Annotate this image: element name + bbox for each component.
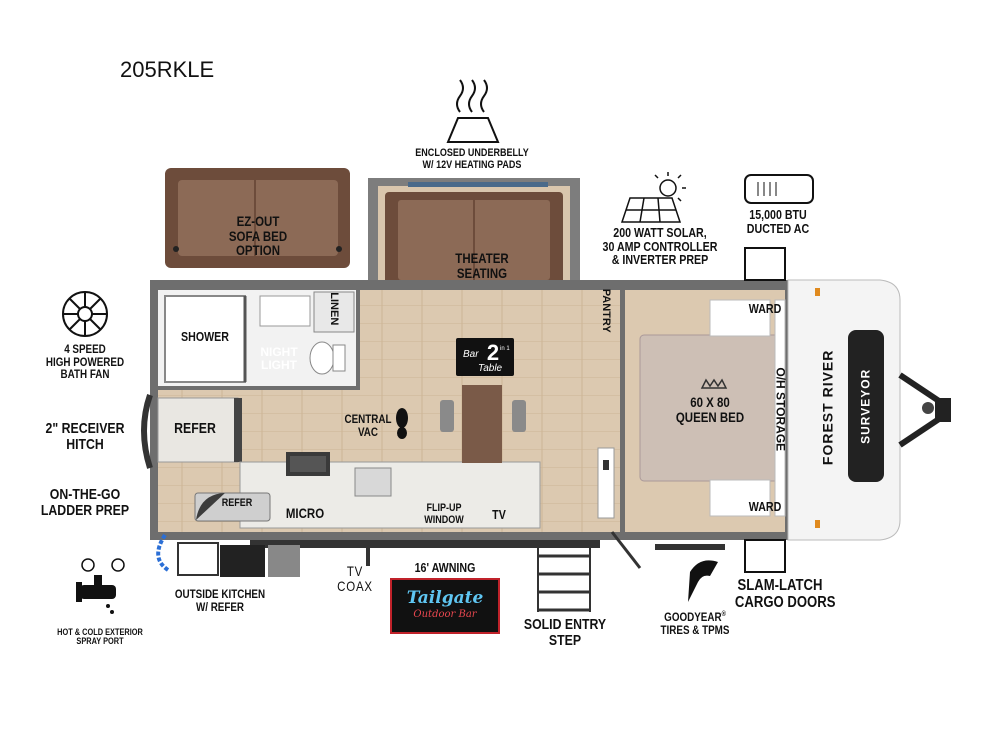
dining-table — [440, 385, 526, 463]
goodyear-label: GOODYEAR®TIRES & TPMS — [660, 610, 730, 637]
front-cap — [787, 279, 901, 541]
tailgate-logo: Tailgate Outdoor Bar — [390, 578, 500, 634]
model-title: 205RKLE — [120, 57, 215, 82]
awning-rail — [250, 540, 600, 548]
surveyor-label: SURVEYOR — [858, 368, 873, 444]
entry-door — [597, 447, 615, 519]
oh-storage-label: O/H STORAGE — [773, 367, 788, 452]
awning-label: 16' AWNING — [414, 560, 476, 575]
micro-label: MICRO — [285, 505, 325, 521]
ac-unit-icon — [744, 174, 814, 204]
linen-label: LINEN — [327, 292, 340, 326]
refer-small-label: REFER — [221, 497, 253, 509]
queen-bed — [639, 299, 786, 517]
heat-pad-icon — [446, 79, 500, 143]
cargo-door-bottom — [744, 539, 786, 573]
solar-panel-icon — [620, 172, 686, 223]
crown-icon — [700, 378, 728, 389]
bar-table-table: Table — [478, 363, 503, 374]
rear-bumper — [141, 394, 153, 469]
kitchen-counter — [194, 452, 541, 529]
bar-table-badge: Bar 2 in 1 Table — [456, 338, 514, 376]
bar-table-2: 2 — [487, 340, 499, 365]
tv-label: TV — [492, 507, 506, 522]
fan-icon — [62, 291, 108, 337]
ward-top-label: WARD — [748, 301, 782, 316]
bar-table-bar: Bar — [463, 349, 479, 360]
ward-bottom-label: WARD — [748, 499, 782, 514]
refer-cabinet — [157, 397, 239, 463]
tv-coax-port — [366, 548, 370, 566]
bathroom — [158, 290, 360, 390]
entry-steps — [537, 540, 591, 612]
cargo-door-top — [744, 247, 786, 281]
shower-label: SHOWER — [181, 329, 229, 344]
pantry-label: PANTRY — [599, 288, 612, 333]
sofa-bed-option — [165, 168, 350, 268]
solar-label: 200 WATT SOLAR,30 AMP CONTROLLER& INVERT… — [602, 225, 718, 268]
bar-table-in1: in 1 — [500, 346, 510, 352]
tongue-hitch — [898, 372, 951, 448]
outside-kitchen — [156, 533, 300, 577]
forest-river-label: FOREST RIVER — [819, 349, 836, 466]
footprint-icon — [396, 408, 408, 439]
goodyear-icon — [688, 560, 718, 602]
refer-label: REFER — [174, 420, 216, 437]
spray-port-icon — [76, 558, 125, 614]
